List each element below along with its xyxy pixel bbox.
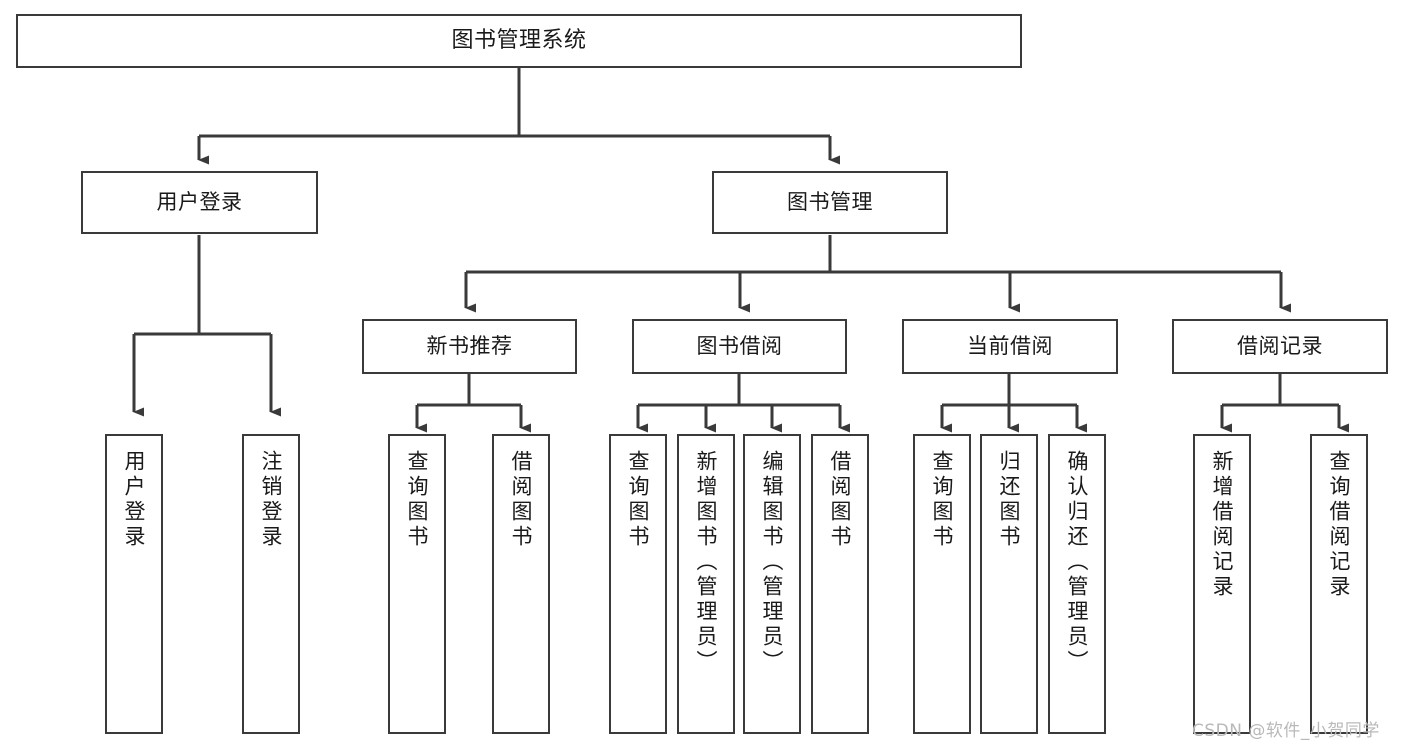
leaf-borrow-book-1[interactable]: 借阅图书 <box>492 434 550 734</box>
node-label: 归还图书 <box>997 450 1022 550</box>
node-book-manage[interactable]: 图书管理 <box>712 171 948 234</box>
node-label: 注销登录 <box>259 450 284 550</box>
node-book-borrow[interactable]: 图书借阅 <box>632 319 847 374</box>
leaf-edit-book[interactable]: 编辑图书（管理员） <box>743 434 801 734</box>
node-label: 图书管理系统 <box>451 27 587 53</box>
leaf-query-record[interactable]: 查询借阅记录 <box>1310 434 1368 734</box>
node-current-borrow[interactable]: 当前借阅 <box>902 319 1118 374</box>
node-label: 查询图书 <box>626 450 651 550</box>
leaf-logout[interactable]: 注销登录 <box>242 434 300 734</box>
leaf-confirm-return[interactable]: 确认归还（管理员） <box>1048 434 1106 734</box>
node-label: 当前借阅 <box>967 333 1053 358</box>
node-label: 用户登录 <box>156 189 243 214</box>
node-borrow-record[interactable]: 借阅记录 <box>1172 319 1388 374</box>
leaf-return-book[interactable]: 归还图书 <box>980 434 1038 734</box>
leaf-user-login[interactable]: 用户登录 <box>105 434 163 734</box>
node-label: 借阅图书 <box>828 450 853 550</box>
node-label: 查询图书 <box>930 450 955 550</box>
leaf-add-book[interactable]: 新增图书（管理员） <box>677 434 735 734</box>
node-label: 借阅图书 <box>509 450 534 550</box>
leaf-add-record[interactable]: 新增借阅记录 <box>1193 434 1251 734</box>
node-label: 新增图书（管理员） <box>694 450 719 675</box>
node-new-book-recommend[interactable]: 新书推荐 <box>362 319 577 374</box>
leaf-query-book-3[interactable]: 查询图书 <box>913 434 971 734</box>
leaf-query-book-2[interactable]: 查询图书 <box>609 434 667 734</box>
leaf-borrow-book-2[interactable]: 借阅图书 <box>811 434 869 734</box>
node-label: 查询图书 <box>405 450 430 550</box>
leaf-query-book-1[interactable]: 查询图书 <box>388 434 446 734</box>
node-root-book-management-system[interactable]: 图书管理系统 <box>16 14 1022 68</box>
node-label: 编辑图书（管理员） <box>760 450 785 675</box>
csdn-watermark: CSDN @软件_小贺同学 <box>1192 721 1380 741</box>
node-label: 查询借阅记录 <box>1327 450 1352 600</box>
node-label: 借阅记录 <box>1237 333 1323 358</box>
node-label: 确认归还（管理员） <box>1065 450 1090 675</box>
node-label: 新增借阅记录 <box>1210 450 1235 600</box>
node-label: 图书管理 <box>787 189 873 214</box>
node-label: 用户登录 <box>122 450 147 550</box>
node-user-login[interactable]: 用户登录 <box>81 171 318 234</box>
node-label: 图书借阅 <box>696 333 783 358</box>
node-label: 新书推荐 <box>426 333 513 358</box>
